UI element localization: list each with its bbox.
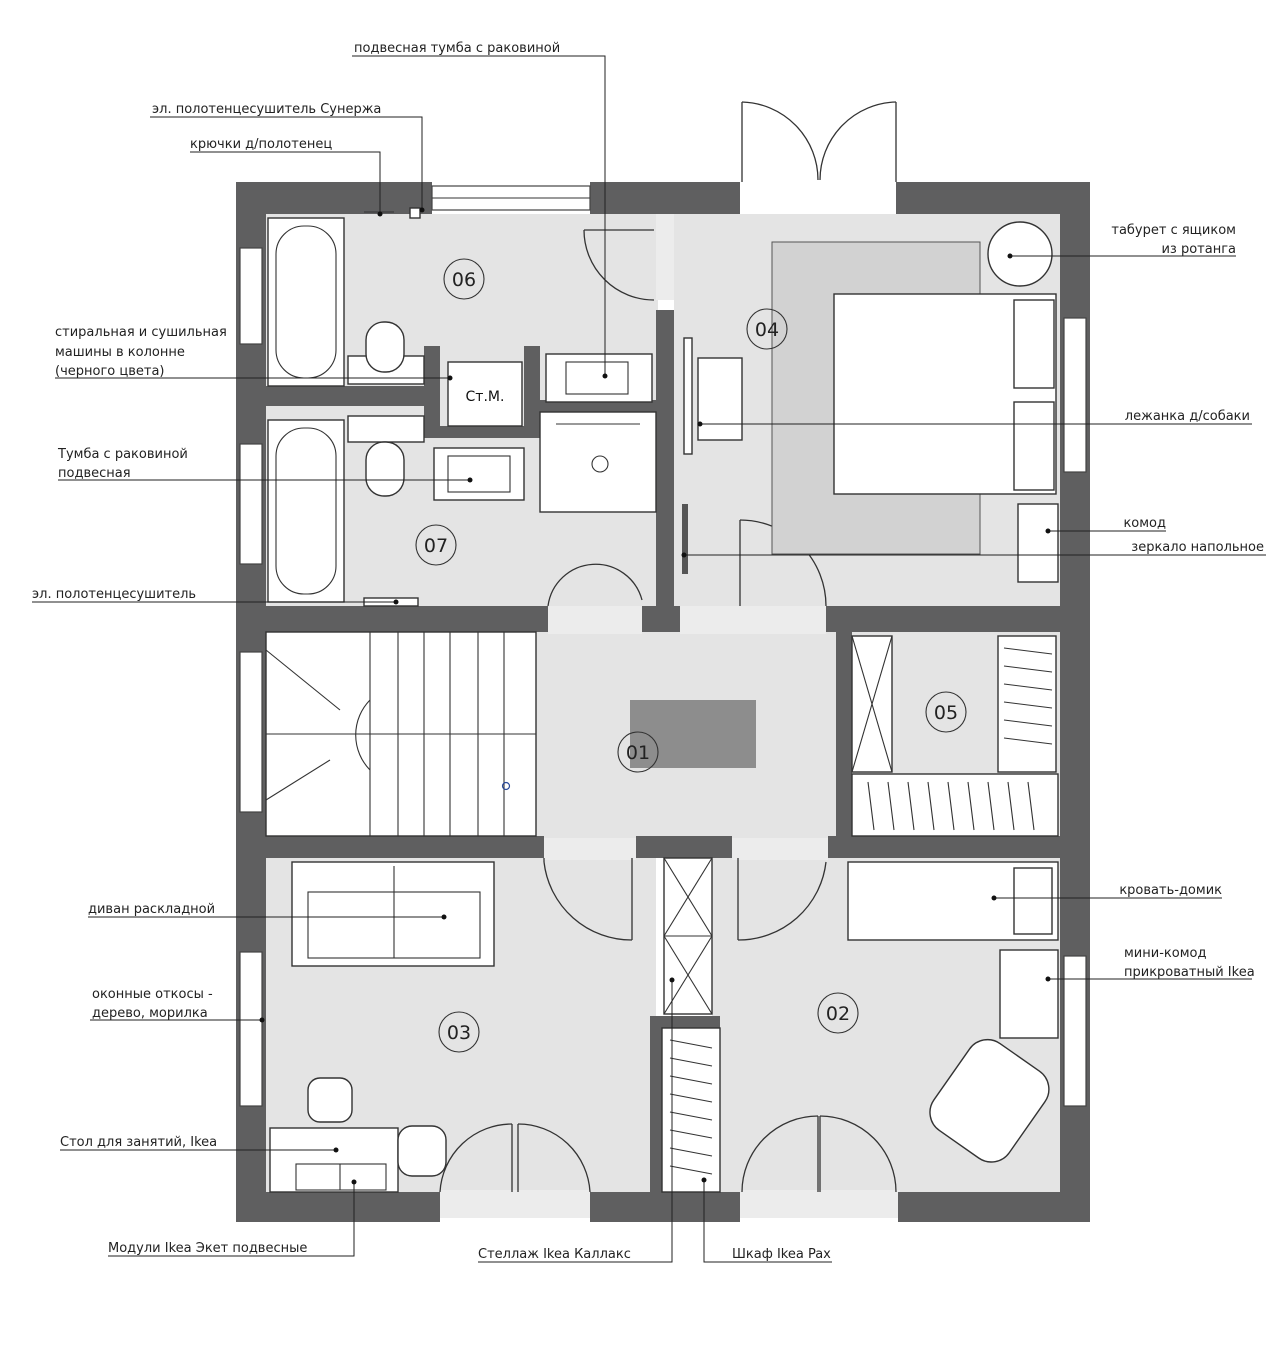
room-number-02: 02: [826, 1003, 850, 1025]
label-washer-dryer-3: (черного цвета): [55, 364, 165, 379]
fixtures: [265, 207, 1059, 1193]
label-towel-dryer: эл. полотенцесушитель: [32, 587, 196, 602]
label-mini-dresser-2: прикроватный Ikea: [1124, 965, 1255, 980]
label-dog-bed: лежанка д/собаки: [1125, 409, 1250, 424]
dog-bed: [697, 357, 743, 441]
label-pax: Шкаф Ikea Pax: [732, 1247, 831, 1262]
label-window-reveals-1: оконные откосы -: [92, 987, 213, 1002]
label-sofa-bed: диван раскладной: [88, 902, 215, 917]
label-hanging-vanity-sink: подвесная тумба с раковиной: [354, 41, 560, 56]
toilet-07: [365, 441, 405, 497]
sofa-bed: [291, 861, 495, 967]
label-towel-hooks: крючки д/полотенец: [190, 137, 332, 152]
chair-03b: [397, 1125, 447, 1177]
label-vanity-sink-2: подвесная: [58, 466, 131, 481]
windows: [239, 185, 1087, 1107]
label-window-reveals-2: дерево, морилка: [92, 1006, 208, 1021]
label-house-bed: кровать-домик: [1119, 883, 1222, 898]
room-number-01: 01: [626, 742, 650, 764]
pax-wardrobe: [661, 1027, 721, 1193]
hall-table: [630, 700, 756, 768]
room-number-06: 06: [452, 269, 476, 291]
study-desk: [269, 1127, 399, 1193]
room-number-03: 03: [447, 1022, 471, 1044]
dresser: [1017, 503, 1059, 583]
label-washer-dryer-1: стиральная и сушильная: [55, 325, 227, 340]
vanity-07: [433, 447, 525, 501]
toilet-06: [365, 321, 405, 373]
vanity-06: [545, 353, 653, 403]
shower: [539, 411, 657, 513]
label-dresser: комод: [1123, 516, 1166, 531]
label-floor-mirror: зеркало напольное: [1131, 540, 1264, 555]
annotations: подвесная тумба с раковиной эл. полотенц…: [32, 41, 1264, 1262]
chair-03a: [307, 1077, 353, 1123]
label-kallax: Стеллаж Ikea Каллакс: [478, 1247, 631, 1262]
room-number-07: 07: [424, 535, 448, 557]
toilet-tank-07: [347, 415, 425, 443]
bathtub-07: [267, 419, 345, 603]
label-rattan-stool-2: из ротанга: [1161, 242, 1236, 257]
rattan-stool: [987, 221, 1053, 287]
label-mini-dresser-1: мини-комод: [1124, 946, 1206, 961]
bathtub-06: [267, 217, 345, 387]
armchair-02: [929, 1038, 1050, 1163]
room-number-05: 05: [934, 702, 958, 724]
leader-lines: [32, 55, 1266, 1263]
label-vanity-sink-1: Тумба с раковиной: [57, 447, 188, 462]
label-washer-dryer-2: машины в колонне: [55, 345, 185, 360]
floor-mirror: [682, 504, 688, 574]
room-numbers: 01 02 03 04 05 06 07 Ст.М.: [415, 258, 967, 1053]
mini-dresser: [999, 949, 1059, 1039]
label-rattan-stool-1: табурет с ящиком: [1111, 223, 1236, 238]
label-study-desk: Стол для занятий, Ikea: [60, 1135, 217, 1150]
room-number-04: 04: [755, 319, 779, 341]
washer-column: [447, 361, 523, 427]
washer-tag: Ст.М.: [466, 389, 505, 405]
label-towel-dryer-sunerzha: эл. полотенцесушитель Сунержа: [152, 102, 381, 117]
label-ekets: Модули Ikea Экет подвесные: [108, 1241, 307, 1256]
